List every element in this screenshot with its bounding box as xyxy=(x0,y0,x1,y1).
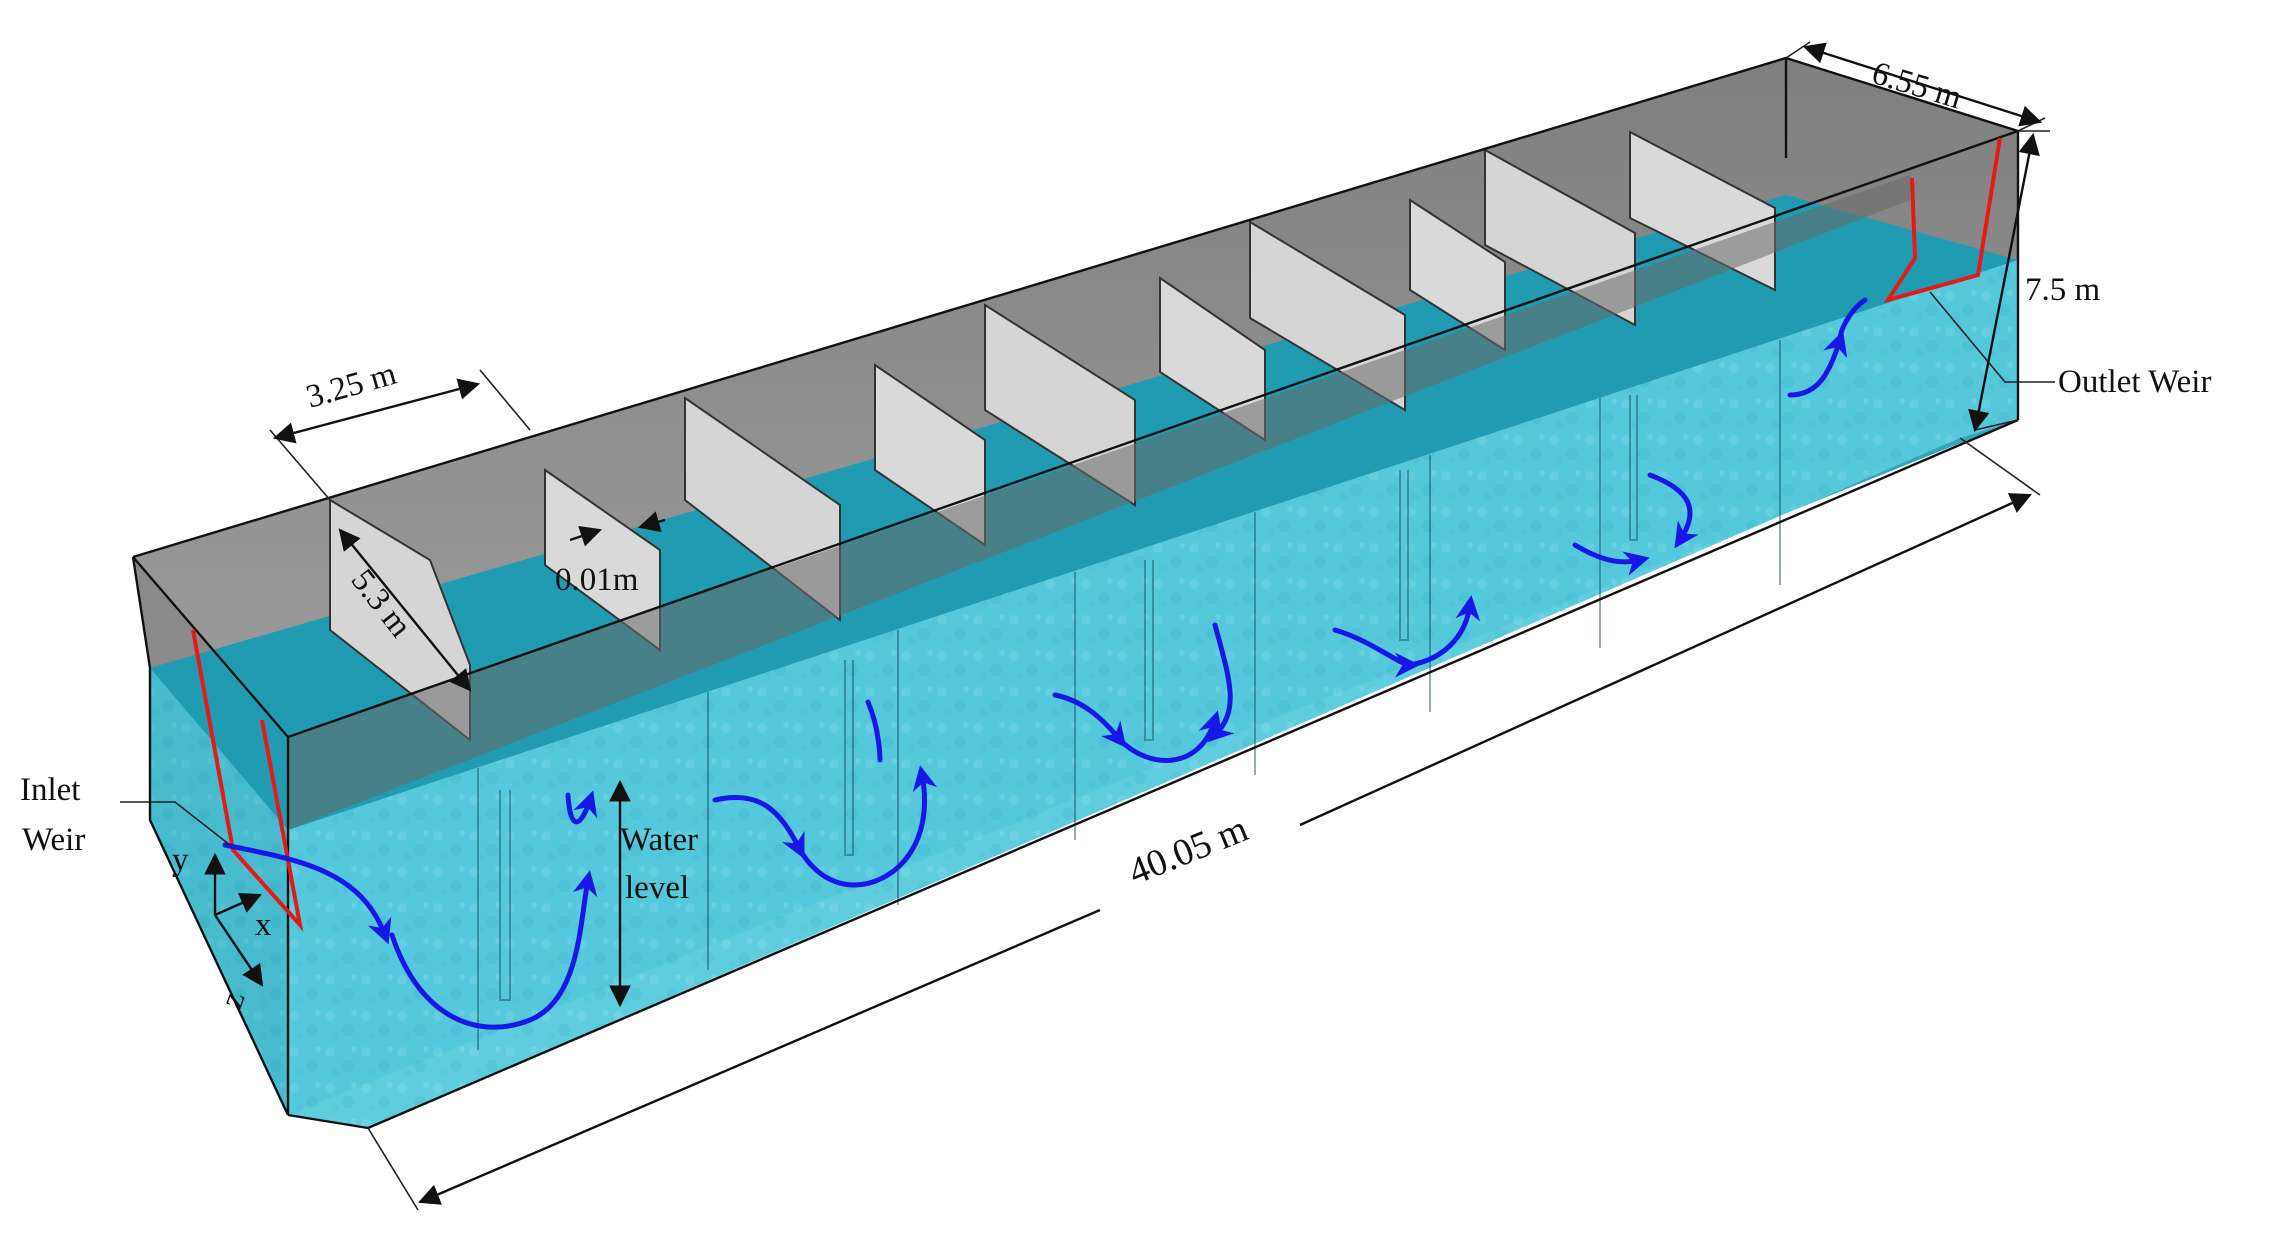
outlet-weir-callout: Outlet Weir xyxy=(1929,291,2211,400)
flow-arrow-15 xyxy=(1837,297,1868,343)
inlet-weir-line xyxy=(191,629,304,932)
dim-baffle-spacing-label: 3.25 m xyxy=(302,356,400,416)
dim-height-label: 7.5 m xyxy=(2025,272,2101,308)
baffle-9 xyxy=(1484,148,1636,327)
water-left-end-shade xyxy=(150,668,288,1115)
baffle-5 xyxy=(984,303,1136,507)
axis-y-label: y xyxy=(172,842,189,878)
flow-arrow-1 xyxy=(222,842,392,945)
axis-x-label: x xyxy=(255,907,272,943)
flow-arrow-9 xyxy=(1207,622,1235,743)
dim-height: 7.5 m xyxy=(1968,130,2101,433)
outlet-weir-label: Outlet Weir xyxy=(2058,364,2211,400)
water-level-indicator: Water level xyxy=(609,779,698,1008)
flow-arrow-7 xyxy=(1052,692,1127,748)
water-front xyxy=(288,260,2018,1128)
flow-arrow-12 xyxy=(1572,542,1650,576)
water-left-end xyxy=(150,668,288,1115)
dim-length-label: 40.05 m xyxy=(1123,808,1254,894)
flow-arrow-3 xyxy=(565,790,598,825)
flow-arrow-5 xyxy=(797,765,938,888)
water-level-label-2: level xyxy=(625,870,689,906)
baffle-7 xyxy=(1249,220,1406,412)
flow-arrow-13 xyxy=(1647,472,1699,549)
flow-arrow-14 xyxy=(1787,330,1848,398)
front-wall-upper xyxy=(288,175,1910,830)
baffle-underwater-edges xyxy=(499,395,1638,1001)
flow-arrows xyxy=(222,297,1868,1030)
inlet-weir-label-2: Weir xyxy=(22,822,85,858)
inlet-weir-label-1: Inlet xyxy=(20,772,80,808)
flow-arrow-4 xyxy=(712,794,805,859)
water-level-label-1: Water xyxy=(620,822,698,858)
dim-baffle-thickness: 0.01m xyxy=(555,511,666,598)
flow-arrow-10 xyxy=(1332,627,1420,678)
compartment-seams xyxy=(477,340,1781,1050)
flow-arrow-11 xyxy=(1407,595,1481,668)
flow-arrow-2 xyxy=(389,870,598,1030)
flow-arrow-6 xyxy=(865,699,883,763)
inlet-weir-callout: Inlet Weir xyxy=(20,772,231,858)
dim-baffle-thickness-label: 0.01m xyxy=(555,562,639,598)
